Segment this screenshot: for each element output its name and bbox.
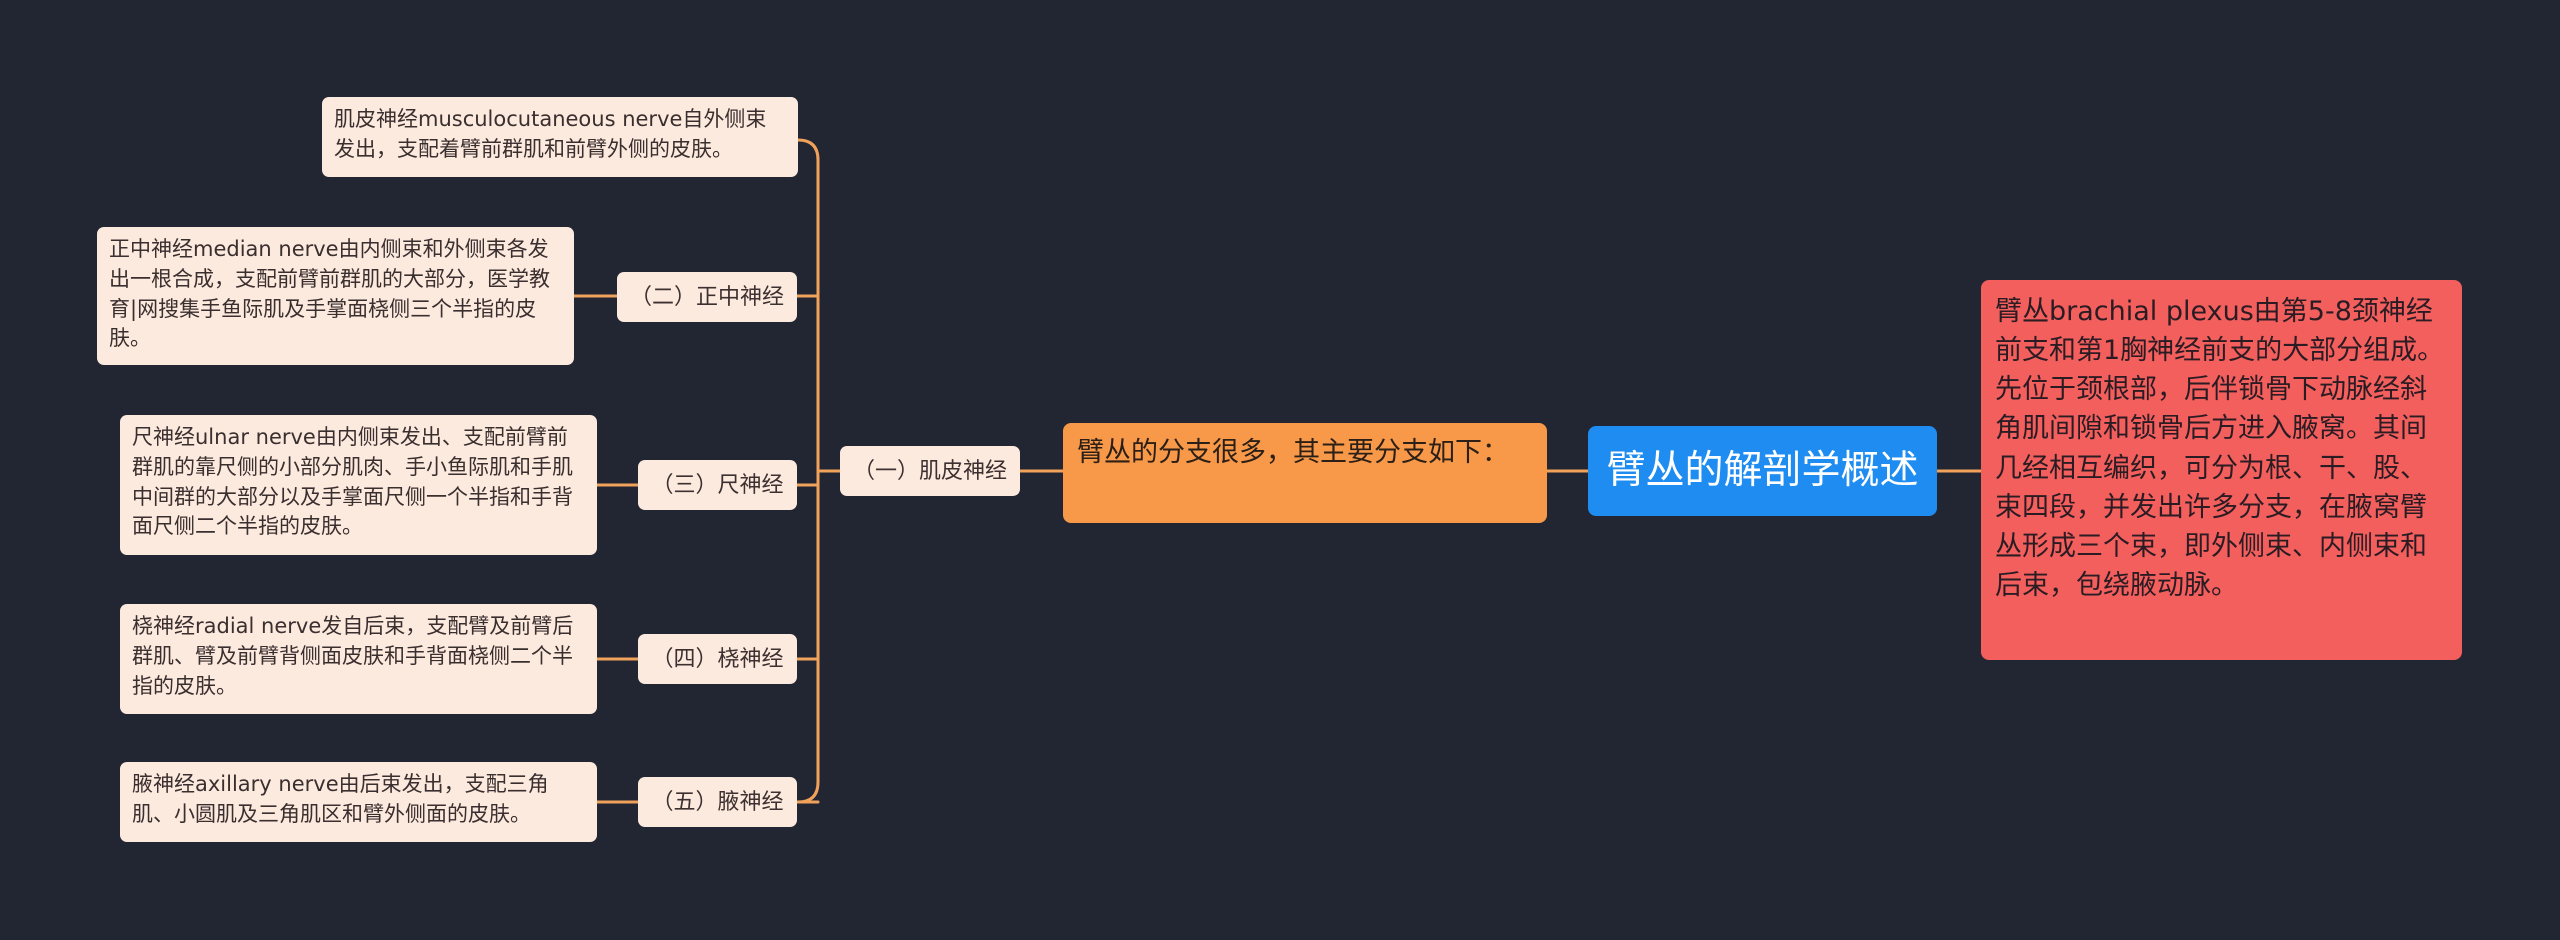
branch-item-label: （四）桡神经 (651, 646, 784, 672)
branch-item-median[interactable]: （二）正中神经 (617, 272, 797, 322)
root-description-text: 臂丛brachial plexus由第5-8颈神经前支和第1胸神经前支的大部分组… (1995, 296, 2445, 601)
branches-hub-text: 臂丛的分支很多，其主要分支如下： (1077, 437, 1509, 468)
branches-hub-node[interactable]: 臂丛的分支很多，其主要分支如下： (1063, 423, 1547, 523)
branch-item-radial[interactable]: （四）桡神经 (638, 634, 797, 684)
branch-item-musculocutaneous[interactable]: （一）肌皮神经 (840, 446, 1020, 496)
branch-item-label: （五）腋神经 (651, 789, 784, 815)
root-topic-title: 臂丛的解剖学概述 (1606, 447, 1919, 493)
branch-item-axillary[interactable]: （五）腋神经 (638, 777, 797, 827)
detail-text: 肌皮神经musculocutaneous nerve自外侧束发出，支配着臂前群肌… (334, 107, 767, 161)
detail-text: 尺神经ulnar nerve由内侧束发出、支配前臂前群肌的靠尺侧的小部分肌肉、手… (132, 425, 573, 539)
detail-text: 腋神经axillary nerve由后束发出，支配三角肌、小圆肌及三角肌区和臂外… (132, 772, 549, 826)
root-description-node[interactable]: 臂丛brachial plexus由第5-8颈神经前支和第1胸神经前支的大部分组… (1981, 280, 2462, 660)
detail-text: 正中神经median nerve由内侧束和外侧束各发出一根合成，支配前臂前群肌的… (109, 237, 550, 351)
branch-item-label: （三）尺神经 (651, 472, 784, 498)
detail-axillary[interactable]: 腋神经axillary nerve由后束发出，支配三角肌、小圆肌及三角肌区和臂外… (120, 762, 597, 842)
branch-item-label: （一）肌皮神经 (852, 458, 1007, 484)
branch-item-label: （二）正中神经 (629, 284, 784, 310)
branch-item-ulnar[interactable]: （三）尺神经 (638, 460, 797, 510)
root-topic[interactable]: 臂丛的解剖学概述 (1588, 426, 1937, 516)
detail-median[interactable]: 正中神经median nerve由内侧束和外侧束各发出一根合成，支配前臂前群肌的… (97, 227, 574, 365)
detail-text: 桡神经radial nerve发自后束，支配臂及前臂后群肌、臂及前臂背侧面皮肤和… (132, 614, 574, 698)
connector-trunk (796, 138, 820, 804)
detail-radial[interactable]: 桡神经radial nerve发自后束，支配臂及前臂后群肌、臂及前臂背侧面皮肤和… (120, 604, 597, 714)
detail-ulnar[interactable]: 尺神经ulnar nerve由内侧束发出、支配前臂前群肌的靠尺侧的小部分肌肉、手… (120, 415, 597, 555)
detail-musculocutaneous[interactable]: 肌皮神经musculocutaneous nerve自外侧束发出，支配着臂前群肌… (322, 97, 798, 177)
